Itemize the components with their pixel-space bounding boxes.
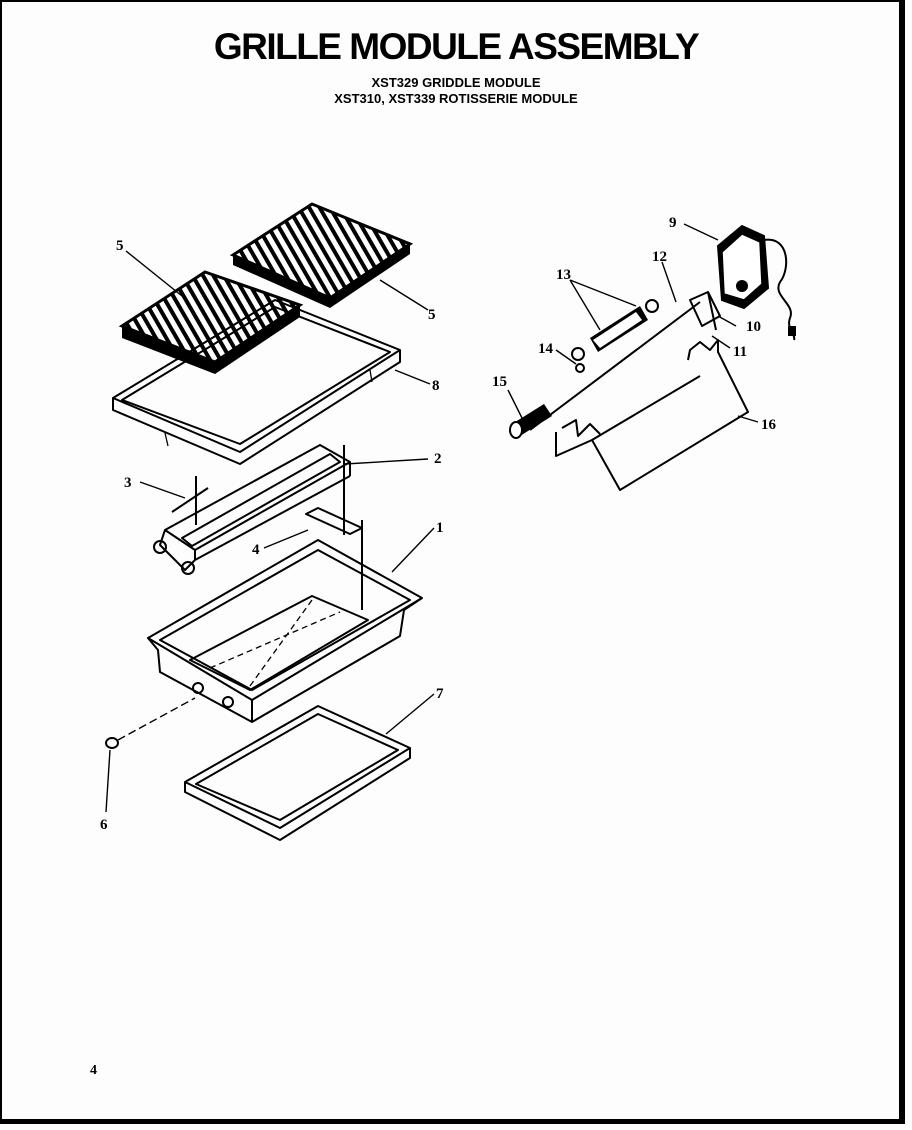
callout-7: 7: [436, 686, 444, 702]
grate-support-frame: [112, 299, 401, 465]
module-basin: [147, 539, 423, 723]
control-knob: [105, 697, 196, 749]
callout-9: 9: [669, 215, 677, 231]
igniter-pin: [171, 476, 209, 525]
callout-4: 4: [252, 542, 260, 558]
callout-13: 13: [556, 267, 571, 283]
callout-14: 14: [538, 341, 554, 357]
spit-forks: [571, 299, 659, 361]
grill-grate-right: [229, 202, 414, 308]
spit-support-rack: [555, 339, 749, 491]
callout-12: 12: [652, 249, 667, 265]
subtitle-rotisserie-module: XST310, XST339 ROTISSERIE MODULE: [334, 91, 578, 106]
callout-3: 3: [124, 475, 132, 491]
spit-rod: [529, 301, 701, 431]
callout-10: 10: [746, 319, 761, 335]
callout-5-left: 5: [116, 238, 124, 254]
callout-15: 15: [492, 374, 507, 390]
rotisserie-motor: [716, 224, 796, 341]
callout-8: 8: [432, 378, 440, 394]
callout-11: 11: [733, 344, 747, 360]
callout-6: 6: [100, 817, 108, 833]
set-screw: [575, 363, 585, 373]
callout-1: 1: [436, 520, 444, 536]
callout-leaders: [105, 223, 759, 813]
page-title: GRILLE MODULE ASSEMBLY: [213, 26, 700, 67]
callout-2: 2: [434, 451, 442, 467]
page-number: 4: [90, 1063, 97, 1078]
spit-handle: [509, 404, 552, 439]
subtitle-griddle-module: XST329 GRIDDLE MODULE: [371, 75, 541, 90]
burner-element: [153, 444, 351, 575]
callout-16: 16: [761, 417, 777, 433]
motor-bracket: [689, 291, 721, 331]
callout-5-right: 5: [428, 307, 436, 323]
grill-grate-left: [118, 270, 304, 374]
drip-tray: [184, 705, 411, 841]
